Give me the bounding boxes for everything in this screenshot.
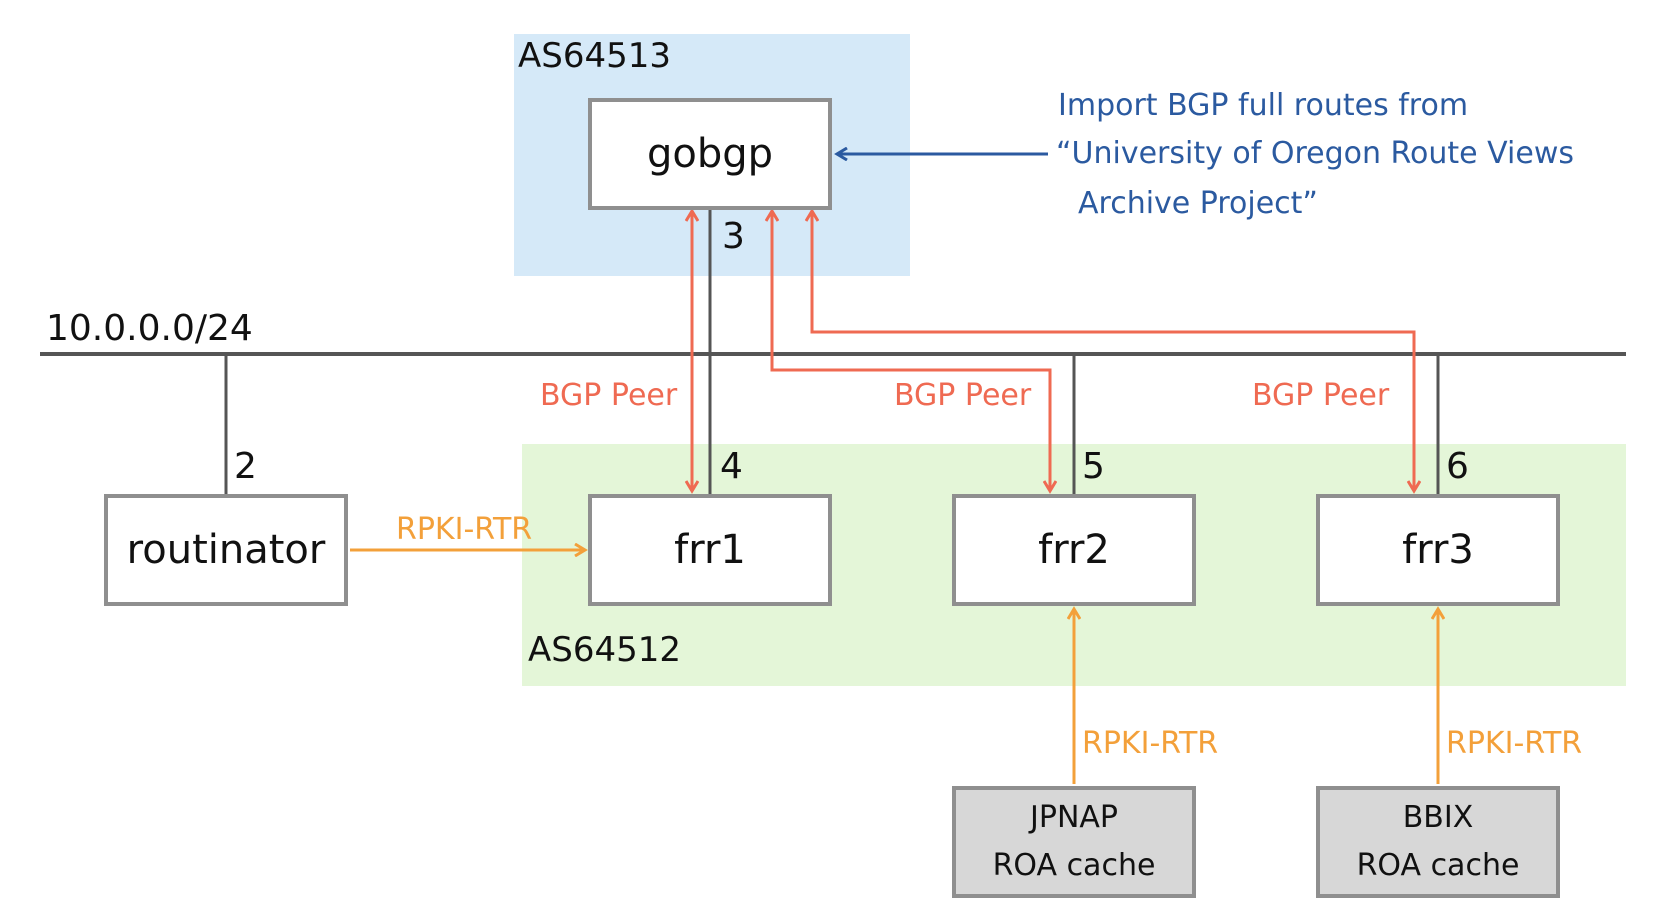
import-note-line2: “University of Oregon Route Views <box>1056 136 1574 171</box>
frr3-label: frr3 <box>1402 527 1474 573</box>
jpnap-roa-cache-node: JPNAP ROA cache <box>952 786 1196 898</box>
frr3-node: frr3 <box>1316 494 1560 606</box>
rpki-rtr-label-bbix: RPKI-RTR <box>1446 726 1583 761</box>
frr3-interface-number: 6 <box>1446 446 1469 487</box>
gobgp-node: gobgp <box>588 98 832 210</box>
frr1-interface-number: 4 <box>720 446 743 487</box>
jpnap-subtitle: ROA cache <box>992 848 1156 883</box>
as64512-label: AS64512 <box>528 630 681 670</box>
bgp-peer-frr2 <box>772 212 1050 490</box>
frr2-label: frr2 <box>1038 527 1110 573</box>
bgp-peer-frr3 <box>812 212 1414 490</box>
bbix-name: BBIX <box>1402 800 1474 835</box>
bgp-peer-label-frr2: BGP Peer <box>894 378 1032 413</box>
routinator-interface-number: 2 <box>234 446 257 487</box>
bbix-roa-cache-node: BBIX ROA cache <box>1316 786 1560 898</box>
gobgp-interface-number: 3 <box>722 216 745 257</box>
routinator-label: routinator <box>126 527 326 573</box>
bgp-peer-label-frr3: BGP Peer <box>1252 378 1390 413</box>
subnet-label: 10.0.0.0/24 <box>46 308 253 349</box>
frr2-interface-number: 5 <box>1082 446 1105 487</box>
rpki-rtr-label-routinator: RPKI-RTR <box>396 512 533 547</box>
jpnap-name: JPNAP <box>1030 800 1118 835</box>
frr1-label: frr1 <box>674 527 746 573</box>
as64513-label: AS64513 <box>518 36 671 76</box>
bgp-peer-label-frr1: BGP Peer <box>540 378 678 413</box>
import-note-line3: Archive Project” <box>1078 186 1318 221</box>
frr1-node: frr1 <box>588 494 832 606</box>
import-note-line1: Import BGP full routes from <box>1058 88 1469 123</box>
rpki-rtr-label-jpnap: RPKI-RTR <box>1082 726 1219 761</box>
routinator-node: routinator <box>104 494 348 606</box>
bbix-subtitle: ROA cache <box>1356 848 1520 883</box>
gobgp-label: gobgp <box>646 131 774 177</box>
frr2-node: frr2 <box>952 494 1196 606</box>
